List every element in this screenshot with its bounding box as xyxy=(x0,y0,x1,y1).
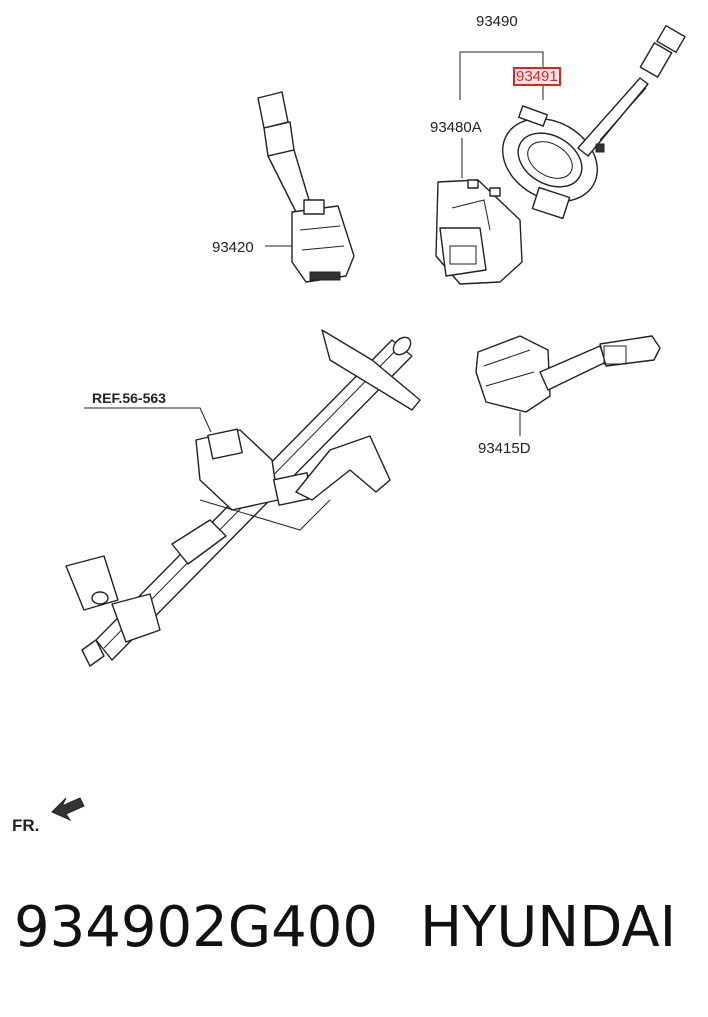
label-ref: REF.56-563 xyxy=(92,390,166,406)
steering-column xyxy=(65,329,421,667)
diagram-drawing xyxy=(51,25,686,822)
steering-sensor-93480A xyxy=(435,179,523,285)
part-number: 934902G400 xyxy=(14,895,379,960)
brand-name: HYUNDAI xyxy=(420,895,677,960)
label-93480A: 93480A xyxy=(430,119,482,136)
label-93491: 93491 xyxy=(513,67,561,86)
label-front: FR. xyxy=(12,816,40,835)
parts-diagram: 93490 93491 93480A 93420 93415D REF.56-5… xyxy=(12,13,686,835)
label-93490: 93490 xyxy=(476,13,518,30)
lighting-switch-93420 xyxy=(257,91,355,283)
wiper-switch-93415D xyxy=(475,335,661,413)
clock-spring-93491 xyxy=(502,25,686,220)
label-93415D: 93415D xyxy=(478,440,531,457)
front-arrow-icon xyxy=(51,797,85,822)
label-93420: 93420 xyxy=(212,239,254,256)
